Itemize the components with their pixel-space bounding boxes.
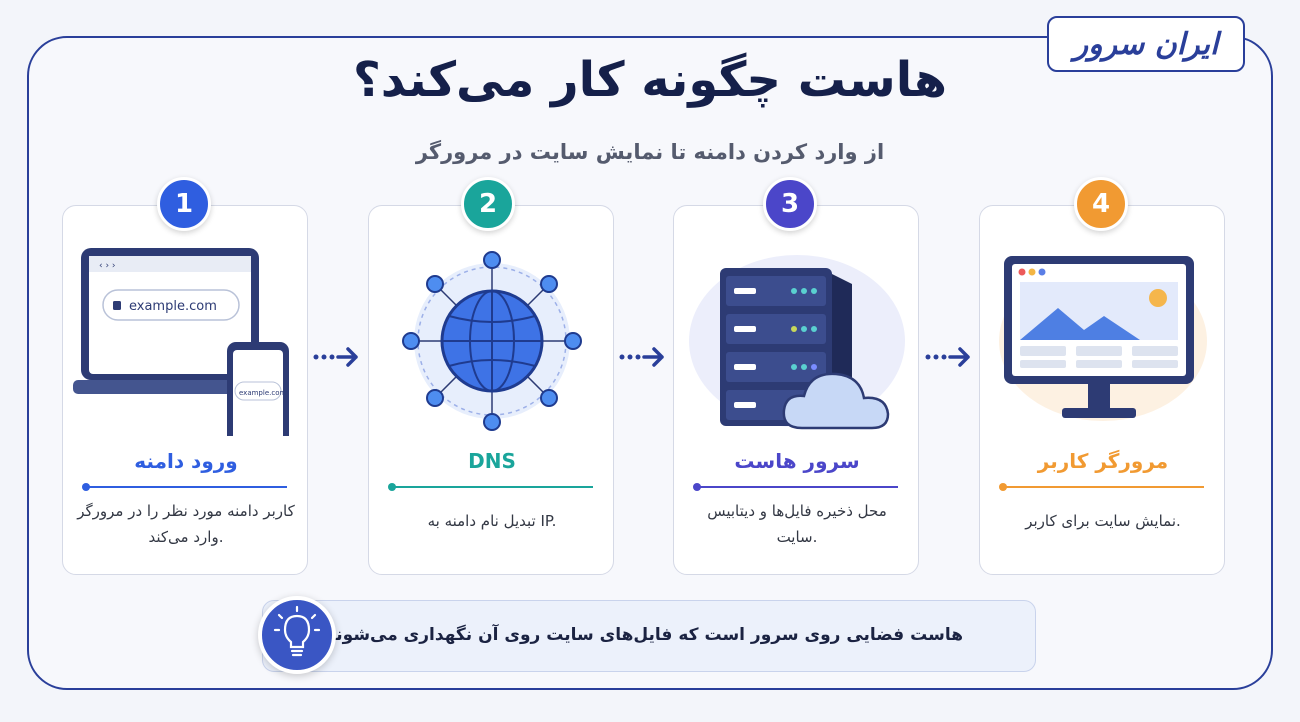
step-badge-1: 1 [157, 177, 211, 231]
step-desc-1: کاربر دامنه مورد نظر را در مرورگر وارد م… [77, 502, 295, 546]
page-subtitle: از وارد کردن دامنه تا نمایش سایت در مرور… [415, 140, 885, 164]
step-line-2 [388, 483, 593, 491]
step-desc-2: تبدیل نام دامنه به IP. [427, 512, 557, 530]
flow-arrow-2 [619, 347, 664, 367]
monitor-website-icon [999, 256, 1207, 421]
page-title: هاست چگونه کار می‌کند؟ [352, 52, 948, 108]
info-text: هاست فضایی روی سرور است که فایل‌های سایت… [320, 625, 963, 645]
laptop-phone-icon: ‹ › › example.com example.com [73, 248, 289, 436]
step-card-1: ‹ › › example.com example.com ورود دامنه… [62, 205, 308, 575]
step-title-4: مرورگر کاربر [1037, 449, 1169, 473]
step-card-4: مرورگر کاربر نمایش سایت برای کاربر. [979, 205, 1225, 575]
step-desc-4: نمایش سایت برای کاربر. [1025, 512, 1181, 530]
step-line-1 [82, 483, 287, 491]
step-badge-2: 2 [461, 177, 515, 231]
step-title-1: ورود دامنه [134, 449, 238, 473]
flow-arrow-1 [313, 347, 358, 367]
lightbulb-icon [258, 596, 336, 674]
globe-network-icon [402, 251, 582, 431]
phone-url: example.com [239, 389, 286, 397]
step-card-3: سرور هاست محل ذخیره فایل‌ها و دیتابیس سا… [673, 205, 919, 575]
step-line-3 [693, 483, 898, 491]
step-card-2: DNS تبدیل نام دامنه به IP. [368, 205, 614, 575]
flow-arrow-3 [925, 347, 970, 367]
step-line-4 [999, 483, 1204, 491]
brand-logo: ایران سرور [1047, 16, 1245, 72]
laptop-url: example.com [129, 299, 217, 314]
step-title-2: DNS [468, 449, 516, 473]
step-badge-4: 4 [1074, 177, 1128, 231]
step-title-3: سرور هاست [734, 449, 860, 473]
step-desc-3: محل ذخیره فایل‌ها و دیتابیس سایت. [707, 502, 887, 546]
server-cloud-icon [689, 255, 905, 430]
info-box: هاست فضایی روی سرور است که فایل‌های سایت… [262, 600, 1036, 672]
step-badge-3: 3 [763, 177, 817, 231]
svg-text:‹ › ›: ‹ › › [99, 261, 116, 271]
